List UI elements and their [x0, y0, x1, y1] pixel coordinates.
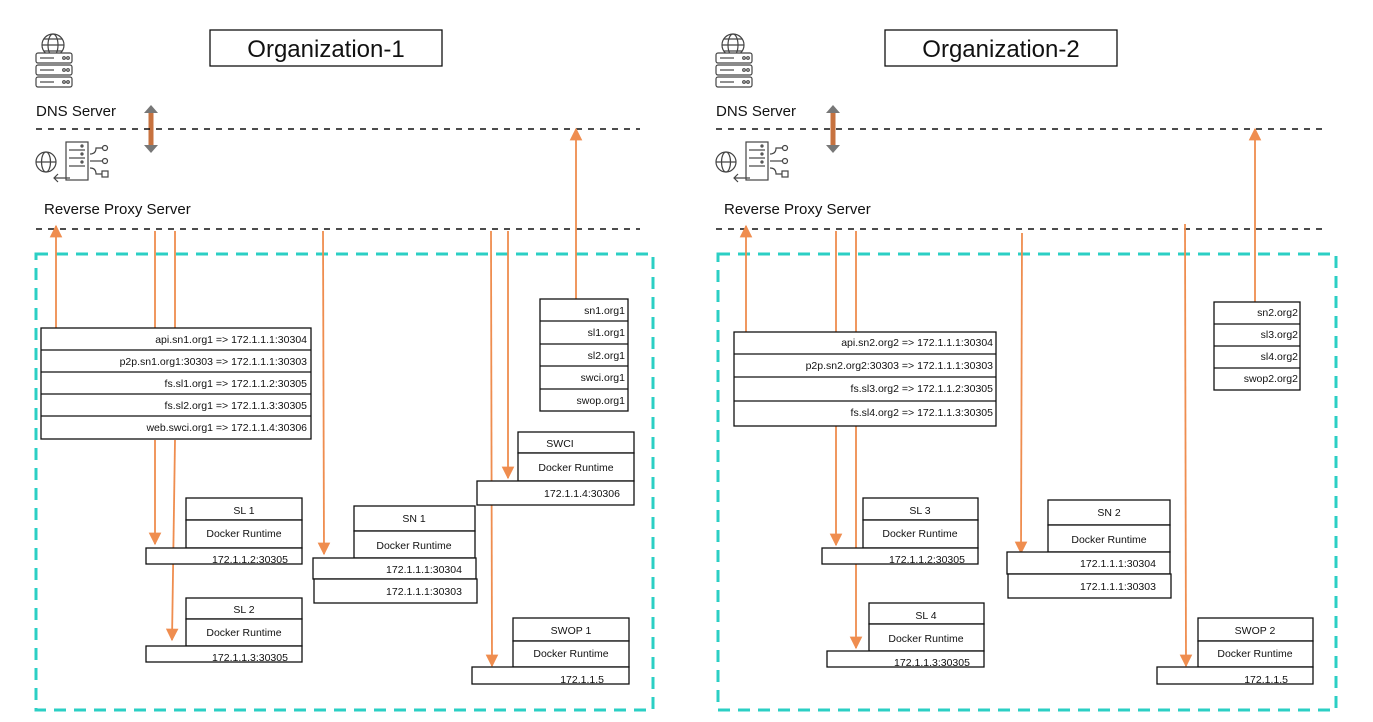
- table-row: fs.sl3.org2 => 172.1.1.2:30305: [851, 383, 994, 395]
- org2-dns-records-table: sn2.org2 sl3.org2 sl4.org2 swop2.org2: [1213, 301, 1301, 391]
- table-row: fs.sl2.org1 => 172.1.1.3:30305: [165, 400, 308, 412]
- swop2-node: SWOP 2 Docker Runtime 172.1.1.5: [1156, 617, 1314, 686]
- organization-1: Organization-1 DNS Server: [34, 29, 655, 712]
- org1-network-boundary: [34, 252, 655, 712]
- reverse-proxy-icon: [35, 141, 109, 183]
- org2-title: Organization-2: [922, 36, 1079, 63]
- node-runtime: Docker Runtime: [376, 540, 451, 552]
- org1-dns-label: DNS Server: [36, 103, 116, 120]
- node-name: SL 2: [233, 604, 254, 616]
- node-name: SN 1: [402, 513, 426, 525]
- org2-title-box: [884, 29, 1118, 67]
- reverse-proxy-icon: [715, 141, 789, 183]
- table-row: web.swci.org1 => 172.1.1.4:30306: [145, 422, 307, 434]
- table-row: fs.sl1.org1 => 172.1.1.2:30305: [165, 378, 308, 390]
- org2-traffic-arrows: [739, 127, 1262, 668]
- org2-dns-label: DNS Server: [716, 103, 796, 120]
- node-name: SWOP 1: [551, 625, 592, 637]
- node-name: SL 1: [233, 505, 254, 517]
- sl1-node: SL 1 Docker Runtime 172.1.1.2:30305: [145, 497, 303, 566]
- list-item: swop2.org2: [1244, 373, 1298, 385]
- list-item: sn1.org1: [584, 305, 625, 317]
- sl2-node: SL 2 Docker Runtime 172.1.1.3:30305: [145, 597, 303, 664]
- arrow: [1179, 223, 1193, 668]
- sn2-node: SN 2 Docker Runtime 172.1.1.1:30304 172.…: [1006, 499, 1172, 599]
- node-port: 172.1.1.4:30306: [544, 488, 620, 500]
- dns-server-icon: [35, 33, 73, 88]
- org2-network-boundary: [716, 252, 1338, 712]
- list-item: sl4.org2: [1261, 351, 1299, 363]
- sn1-node: SN 1 Docker Runtime 172.1.1.1:30304 172.…: [312, 505, 478, 604]
- table-row: api.sn1.org1 => 172.1.1.1:30304: [155, 334, 307, 346]
- node-name: SWOP 2: [1235, 625, 1276, 637]
- org1-proxy-label: Reverse Proxy Server: [44, 201, 191, 218]
- list-item: sl2.org1: [588, 350, 626, 362]
- node-port: 172.1.1.1:30303: [1080, 581, 1156, 593]
- arrow: [165, 439, 179, 642]
- arrow: [1014, 232, 1028, 555]
- list-item: swop.org1: [577, 395, 626, 407]
- swci-node: SWCI Docker Runtime 172.1.1.4:30306: [476, 431, 635, 506]
- node-name: SWCI: [546, 438, 573, 450]
- org2-proxy-map-table: api.sn2.org2 => 172.1.1.1:30304 p2p.sn2.…: [733, 331, 997, 427]
- node-port: 172.1.1.1:30304: [386, 564, 462, 576]
- table-row: fs.sl4.org2 => 172.1.1.3:30305: [851, 407, 994, 419]
- org1-traffic-arrows: [49, 127, 583, 668]
- node-runtime: Docker Runtime: [1217, 648, 1292, 660]
- org1-title-box: [209, 29, 443, 67]
- node-runtime: Docker Runtime: [882, 528, 957, 540]
- node-port: 172.1.1.3:30305: [894, 657, 970, 669]
- org1-dns-records-table: sn1.org1 sl1.org1 sl2.org1 swci.org1 swo…: [539, 298, 629, 412]
- org1-dns-link-arrow: [144, 105, 158, 153]
- node-runtime: Docker Runtime: [533, 648, 608, 660]
- list-item: swci.org1: [581, 372, 626, 384]
- list-item: sl1.org1: [588, 327, 626, 339]
- sl3-node: SL 3 Docker Runtime 172.1.1.2:30305: [821, 497, 979, 566]
- table-row: api.sn2.org2 => 172.1.1.1:30304: [841, 337, 993, 349]
- node-port: 172.1.1.5: [1244, 674, 1288, 686]
- node-runtime: Docker Runtime: [1071, 534, 1146, 546]
- node-port: 172.1.1.2:30305: [212, 554, 288, 566]
- arrow: [317, 230, 331, 556]
- node-runtime: Docker Runtime: [888, 633, 963, 645]
- node-port: 172.1.1.1:30304: [1080, 558, 1156, 570]
- swop1-node: SWOP 1 Docker Runtime 172.1.1.5: [471, 617, 630, 686]
- table-row: p2p.sn1.org1:30303 => 172.1.1.1:30303: [120, 356, 308, 368]
- org1-proxy-map-table: api.sn1.org1 => 172.1.1.1:30304 p2p.sn1.…: [40, 327, 312, 440]
- node-runtime: Docker Runtime: [206, 528, 281, 540]
- sl4-node: SL 4 Docker Runtime 172.1.1.3:30305: [826, 602, 985, 669]
- arrow: [485, 230, 499, 668]
- dns-server-icon: [715, 33, 753, 88]
- org2-proxy-label: Reverse Proxy Server: [724, 201, 871, 218]
- node-name: SL 4: [915, 610, 936, 622]
- org2-dns-link-arrow: [826, 105, 840, 153]
- list-item: sl3.org2: [1261, 329, 1299, 341]
- node-name: SN 2: [1097, 507, 1121, 519]
- node-runtime: Docker Runtime: [538, 462, 613, 474]
- node-runtime: Docker Runtime: [206, 627, 281, 639]
- node-port: 172.1.1.2:30305: [889, 554, 965, 566]
- node-port: 172.1.1.3:30305: [212, 652, 288, 664]
- node-port: 172.1.1.5: [560, 674, 604, 686]
- org1-title: Organization-1: [247, 36, 404, 63]
- organization-2: Organization-2 DNS Server: [715, 29, 1338, 712]
- node-port: 172.1.1.1:30303: [386, 586, 462, 598]
- table-row: p2p.sn2.org2:30303 => 172.1.1.1:30303: [806, 360, 994, 372]
- node-name: SL 3: [909, 505, 930, 517]
- list-item: sn2.org2: [1257, 307, 1298, 319]
